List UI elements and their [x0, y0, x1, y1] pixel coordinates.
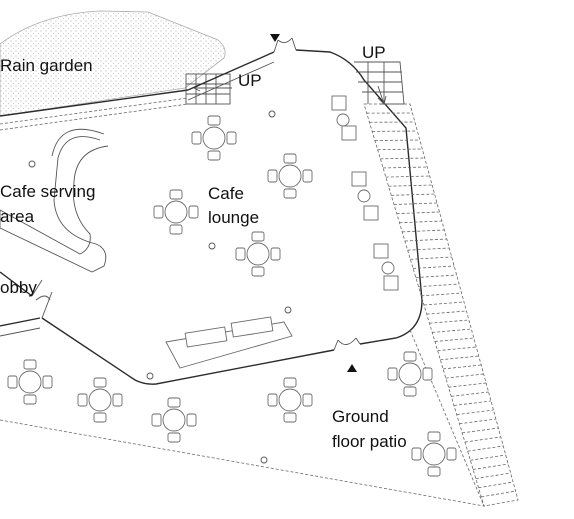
- rain-garden-label: Rain garden: [0, 56, 93, 75]
- cafe-lounge-label-line1: Cafe: [208, 184, 244, 203]
- lounge-table-2: [267, 153, 313, 199]
- rain-garden-edge: [0, 89, 189, 117]
- cafe-serving-label-line1: Cafe serving: [0, 182, 96, 201]
- door-south: [333, 337, 361, 372]
- patio-table-3: [151, 397, 197, 443]
- ramp: [363, 103, 519, 507]
- cafe-walls: [0, 49, 423, 385]
- rain-garden-bed: [0, 10, 226, 117]
- patio-table-6: [411, 431, 457, 477]
- stair-up-label-right: UP: [362, 43, 386, 62]
- door-north: [270, 34, 297, 53]
- patio-table-1: [7, 359, 53, 405]
- cafe-serving-label-line2: area: [0, 207, 35, 226]
- sofa: [165, 316, 293, 369]
- patio-label-line2: floor patio: [332, 432, 407, 451]
- booth-seating: [331, 95, 399, 291]
- cafe-lounge-label-line2: lounge: [208, 208, 260, 227]
- serving-counter: [0, 136, 109, 273]
- lounge-table-3: [153, 189, 199, 235]
- patio-label-line1: Ground: [332, 407, 389, 426]
- stair-up-label-left: UP: [238, 71, 262, 90]
- lounge-table-1: [191, 115, 237, 161]
- patio-table-4: [267, 377, 313, 423]
- patio-table-5: [387, 351, 433, 397]
- door-lobby: [31, 279, 53, 319]
- lounge-table-4: [235, 231, 281, 277]
- lobby-label: obby: [0, 278, 37, 297]
- patio-boundary: [0, 329, 485, 507]
- patio-table-2: [77, 377, 123, 423]
